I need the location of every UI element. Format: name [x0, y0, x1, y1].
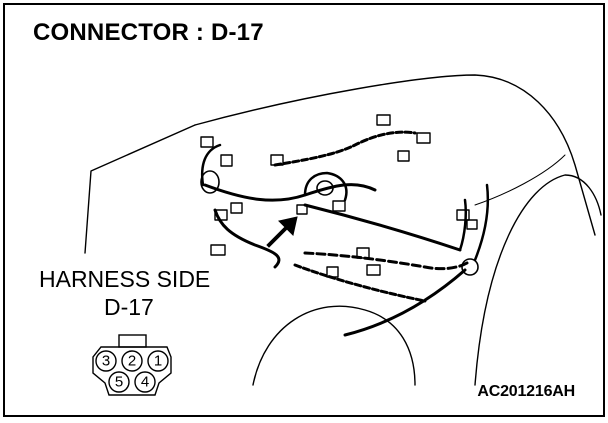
- diagram-frame: CONNECTOR : D-17: [3, 3, 605, 417]
- pin-4-label: 4: [141, 374, 149, 391]
- harness-riser-2: [473, 183, 490, 262]
- pin-4: [134, 371, 156, 393]
- harness-riser: [458, 198, 468, 252]
- fender-line: [474, 154, 566, 206]
- grommet-left: [200, 170, 220, 194]
- connector-block: [296, 204, 308, 215]
- pin-5-label: 5: [115, 374, 123, 391]
- pin-3-label: 3: [102, 353, 110, 370]
- harness-lower-run: [303, 251, 469, 271]
- connector-block: [456, 209, 470, 221]
- connector-block: [356, 247, 370, 259]
- wheel-arch-right: [474, 174, 602, 386]
- pin-2: [121, 350, 143, 372]
- harness-left-run: [213, 208, 281, 269]
- harness-bottom-run: [293, 263, 427, 303]
- connector-block: [466, 219, 478, 230]
- grommet-right: [461, 258, 479, 276]
- connector-block: [220, 154, 233, 167]
- roof-outline: [194, 74, 596, 236]
- pin-5: [108, 371, 130, 393]
- connector-block: [210, 244, 226, 256]
- body-outline: [84, 124, 196, 254]
- connector-id-label: D-17: [104, 294, 154, 320]
- connector-block: [214, 209, 228, 221]
- pin-2-label: 2: [128, 353, 136, 370]
- diagram-title: CONNECTOR : D-17: [33, 19, 264, 46]
- pin-1-label: 1: [154, 353, 162, 370]
- figure-code: AC201216AH: [477, 383, 575, 400]
- vehicle-harness-illustration: 3 2 1 5 4: [84, 74, 602, 396]
- lower-body-outline: [252, 305, 416, 386]
- pin-3: [95, 350, 117, 372]
- connector-housing: [92, 346, 172, 396]
- connector-block: [397, 150, 410, 162]
- connector-lock-tab: [118, 334, 147, 348]
- connector-block: [200, 136, 214, 148]
- pointer-arrow: [266, 216, 298, 248]
- harness-left-branch: [201, 143, 222, 187]
- connector-pin-numbers: 3 2 1 5 4: [102, 353, 162, 391]
- harness-long-run: [303, 203, 462, 252]
- connector-block: [366, 264, 381, 276]
- connector-block: [270, 154, 284, 166]
- connector-block: [376, 114, 391, 126]
- pin-1: [147, 350, 169, 372]
- connector-block: [230, 202, 243, 214]
- harness-floor-run: [343, 268, 467, 337]
- connector-face-d17: [92, 334, 172, 396]
- harness-trunk-main: [203, 183, 377, 202]
- harness-side-label: HARNESS SIDE: [39, 266, 211, 292]
- harness-upper-branch: [273, 130, 417, 167]
- harness-center-loop: [303, 171, 348, 202]
- connector-block: [416, 132, 431, 144]
- grommet-center: [316, 180, 334, 196]
- connector-block: [332, 200, 346, 212]
- connector-block: [326, 266, 339, 278]
- connector-pins: [95, 350, 169, 393]
